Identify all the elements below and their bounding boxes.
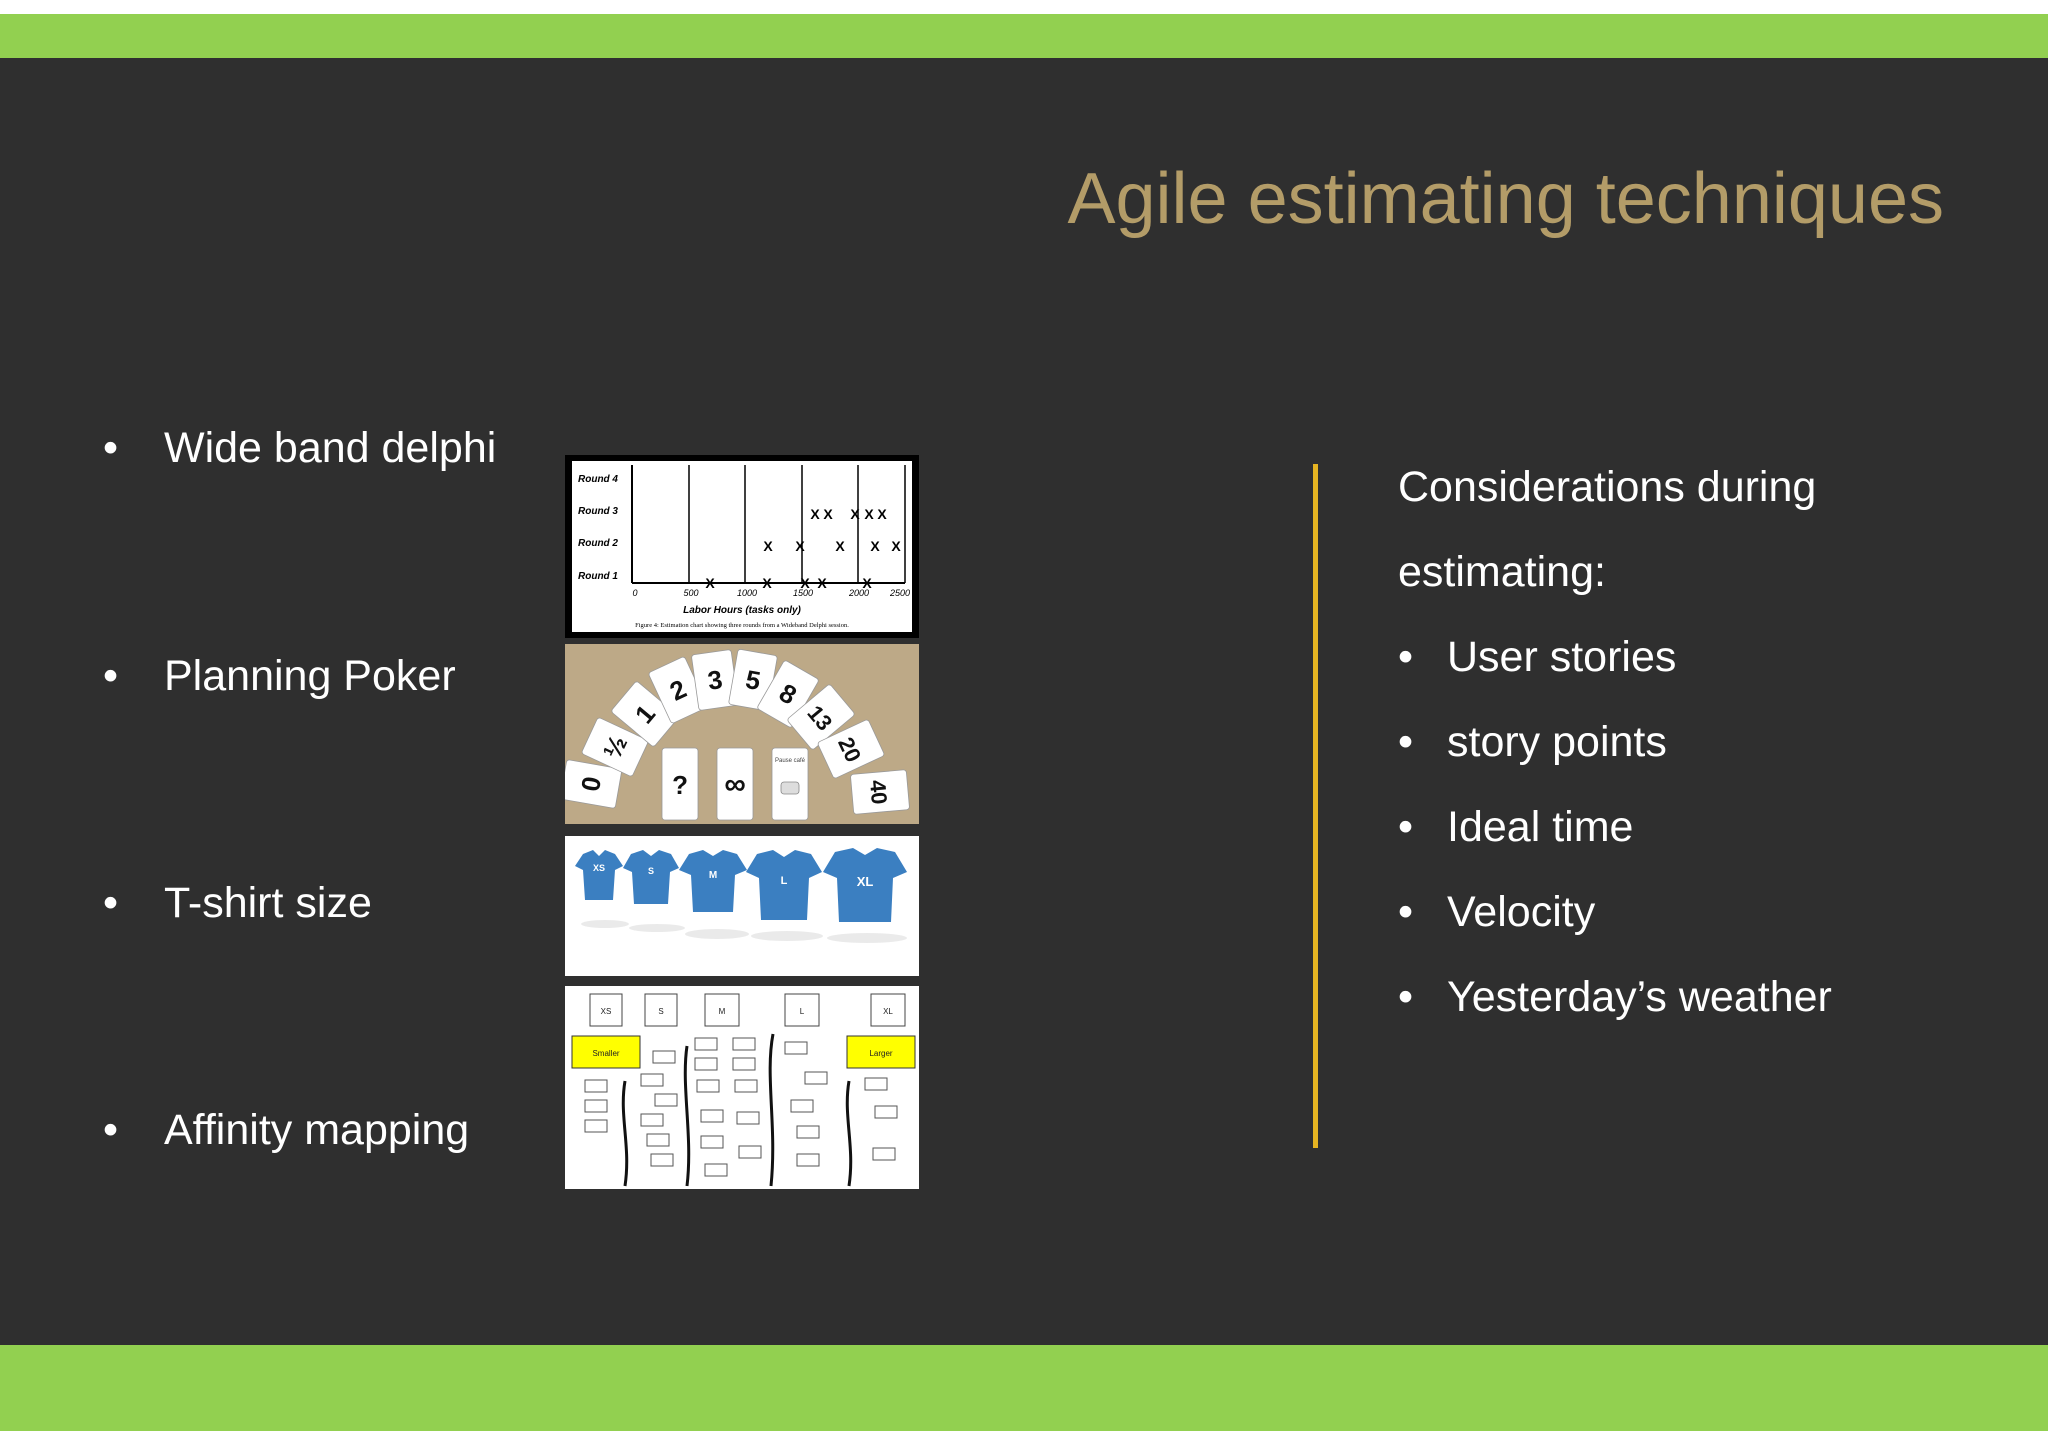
consideration-label: story points (1447, 718, 1667, 766)
tshirt-shape (575, 850, 623, 900)
poker-card: ∞ (724, 768, 745, 801)
bullet: • (1398, 718, 1414, 766)
estimate-mark: X (800, 575, 810, 591)
size-card: XS (601, 1007, 612, 1016)
tshirt-size-image: XS S M L XL (565, 836, 919, 976)
technique-planning-poker: • Planning Poker (103, 652, 456, 701)
size-card: S (658, 1007, 663, 1016)
size-card: L (800, 1007, 805, 1016)
tick-label: 1000 (737, 588, 757, 598)
delphi-chart-image: Round 4 Round 3 Round 2 Round 1 X X X X … (565, 455, 919, 638)
tick-label: 0 (632, 588, 637, 598)
tick-label: 2500 (889, 588, 910, 598)
poker-card: 3 (706, 664, 725, 696)
tick-label: 2000 (848, 588, 869, 598)
estimate-mark: X (877, 506, 887, 522)
estimate-mark: X (817, 575, 827, 591)
tshirt-shape (746, 850, 822, 920)
consideration-item: • Velocity (1398, 870, 1832, 955)
considerations-list: Considerations during estimating: • User… (1398, 445, 1832, 1040)
considerations-heading-line1: Considerations during (1398, 463, 1817, 511)
technique-tshirt-size: • T-shirt size (103, 879, 372, 928)
chart-caption: Figure 4: Estimation chart showing three… (635, 622, 849, 629)
consideration-item: • Yesterday’s weather (1398, 955, 1832, 1040)
bottom-accent-bar (0, 1345, 2048, 1431)
consideration-item: • story points (1398, 700, 1832, 785)
tshirt-shape (679, 850, 747, 912)
estimate-mark: X (850, 506, 860, 522)
consideration-label: Yesterday’s weather (1447, 973, 1832, 1021)
slide-title: Agile estimating techniques (1067, 159, 1944, 239)
considerations-heading-line2: estimating: (1398, 548, 1606, 596)
estimate-mark: X (891, 538, 901, 554)
estimate-mark: X (862, 575, 872, 591)
technique-wide-band-delphi: • Wide band delphi (103, 424, 496, 473)
estimate-mark: X (795, 538, 805, 554)
round-label: Round 1 (578, 571, 618, 582)
tshirt-label: M (709, 870, 717, 881)
tshirt-label: L (781, 875, 788, 887)
planning-poker-image: 0 ½ 1 2 3 5 8 13 20 40 ? ∞ Pause café (560, 644, 919, 824)
estimate-mark: X (835, 538, 845, 554)
larger-label: Larger (869, 1049, 892, 1058)
consideration-label: Ideal time (1447, 803, 1634, 851)
bullet: • (1398, 633, 1414, 681)
estimate-mark: X (810, 506, 820, 522)
round-label: Round 2 (578, 538, 618, 549)
estimate-mark: X (762, 575, 772, 591)
estimate-mark: X (823, 506, 833, 522)
round-label: Round 3 (578, 506, 618, 517)
poker-card: 5 (743, 664, 762, 696)
bullet: • (1398, 803, 1414, 851)
technique-affinity-mapping: • Affinity mapping (103, 1106, 469, 1155)
estimate-mark: X (705, 575, 715, 591)
x-axis-label: Labor Hours (tasks only) (683, 605, 801, 616)
tshirt-label: S (648, 866, 654, 876)
poker-card: 0 (575, 774, 607, 793)
tshirt-shape (623, 850, 679, 904)
poker-card: ? (672, 770, 688, 800)
bullet: • (1398, 973, 1414, 1021)
size-card: XL (883, 1007, 893, 1016)
affinity-mapping-image: XS S M L XL Smaller Larger (565, 986, 919, 1189)
poker-card: Pause café (775, 758, 806, 764)
tick-label: 500 (683, 588, 698, 598)
bullet: • (103, 424, 119, 472)
bullet: • (103, 652, 119, 700)
estimate-mark: X (870, 538, 880, 554)
consideration-item: • User stories (1398, 615, 1832, 700)
vertical-divider (1313, 464, 1318, 1148)
technique-label: T-shirt size (164, 879, 372, 927)
estimate-mark: X (763, 538, 773, 554)
consideration-label: User stories (1447, 633, 1677, 681)
technique-label: Affinity mapping (164, 1106, 470, 1154)
bullet: • (103, 1106, 119, 1154)
tshirt-shape (823, 848, 907, 922)
slide-background (0, 58, 2048, 1345)
tshirt-label: XL (857, 874, 874, 889)
tshirt-label: XS (593, 863, 605, 873)
smaller-label: Smaller (592, 1049, 619, 1058)
top-accent-bar (0, 14, 2048, 58)
poker-card: 40 (865, 779, 892, 806)
estimate-mark: X (864, 506, 874, 522)
bullet: • (103, 879, 119, 927)
technique-label: Wide band delphi (164, 424, 497, 472)
technique-label: Planning Poker (164, 652, 456, 700)
size-card: M (719, 1007, 726, 1016)
tick-label: 1500 (793, 588, 813, 598)
round-label: Round 4 (578, 474, 618, 485)
consideration-label: Velocity (1447, 888, 1596, 936)
bullet: • (1398, 888, 1414, 936)
consideration-item: • Ideal time (1398, 785, 1832, 870)
